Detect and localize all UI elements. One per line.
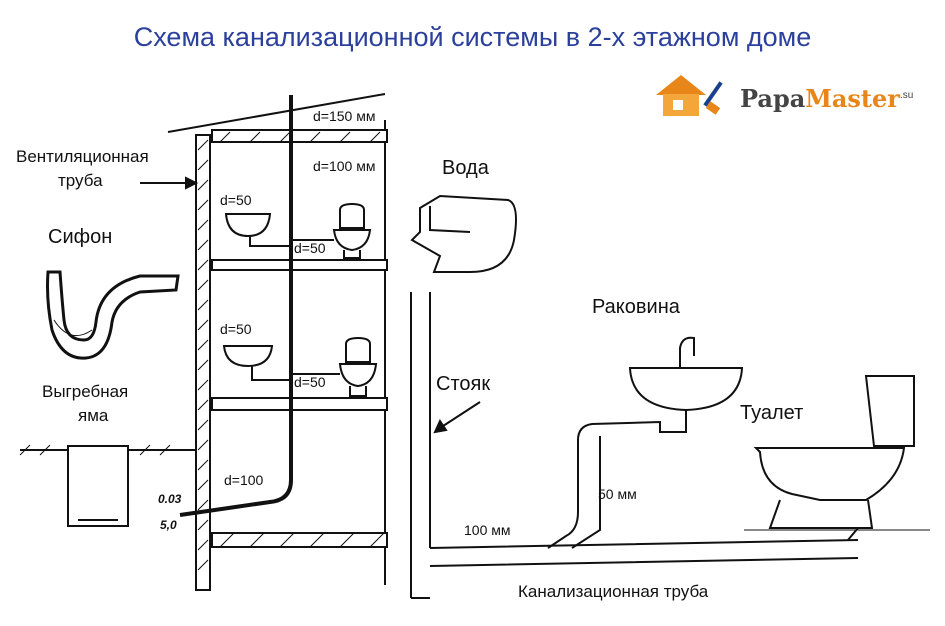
- sink-1st-floor: [222, 345, 274, 368]
- floor-2: [211, 259, 388, 271]
- toilet-1st-floor: [338, 336, 378, 397]
- page-title: Схема канализационной системы в 2-х этаж…: [133, 22, 812, 52]
- house-icon: [656, 75, 723, 116]
- sink-label: Раковина: [592, 296, 680, 318]
- vent-pipe-label: Вентиляционная: [16, 147, 149, 166]
- dim-d50-sink-1st: d=50: [220, 321, 252, 337]
- water-label: Вода: [442, 157, 489, 179]
- cesspool-label-2: яма: [78, 406, 109, 425]
- floor-1: [211, 397, 388, 411]
- floor-basement: [211, 532, 388, 548]
- toilet-2nd-floor: [332, 202, 372, 259]
- dim-d100mm: d=100 мм: [313, 158, 376, 174]
- floor-attic: [211, 129, 388, 143]
- house-riser-pipe: [179, 95, 293, 517]
- logo-brand: PapaMaster.su: [740, 84, 914, 113]
- toilet-label: Туалет: [740, 402, 804, 424]
- arrow-riser: [439, 401, 481, 429]
- dim-d50-toilet-1st: d=50: [294, 374, 326, 390]
- dim-slope: 0.03: [158, 492, 182, 506]
- dim-pipe100: 100 мм: [464, 522, 511, 538]
- dim-d50-toilet-2nd: d=50: [294, 240, 326, 256]
- sink-2nd-floor: [224, 213, 272, 238]
- cesspool: [67, 445, 129, 527]
- vent-pipe-label-2: труба: [58, 171, 103, 190]
- riser-label: Стояк: [436, 373, 491, 395]
- sewer-pipe: [411, 539, 859, 599]
- dim-depth: 5,0: [160, 518, 177, 532]
- dim-d50-sink-2nd: d=50: [220, 192, 252, 208]
- siphon: [46, 270, 180, 360]
- toilet: [753, 375, 915, 541]
- standalone-riser: [410, 292, 431, 598]
- dim-d150: d=150 мм: [313, 108, 376, 124]
- water-trap: [410, 194, 517, 273]
- dim-pipe50: 50 мм: [598, 486, 637, 502]
- cesspool-label: Выгребная: [42, 382, 129, 401]
- dim-d100: d=100: [224, 472, 264, 488]
- siphon-label: Сифон: [48, 226, 113, 248]
- sewer-pipe-label: Канализационная труба: [518, 582, 709, 601]
- house-wall: [195, 134, 211, 591]
- roof-line: [167, 93, 386, 133]
- sink: [628, 367, 744, 412]
